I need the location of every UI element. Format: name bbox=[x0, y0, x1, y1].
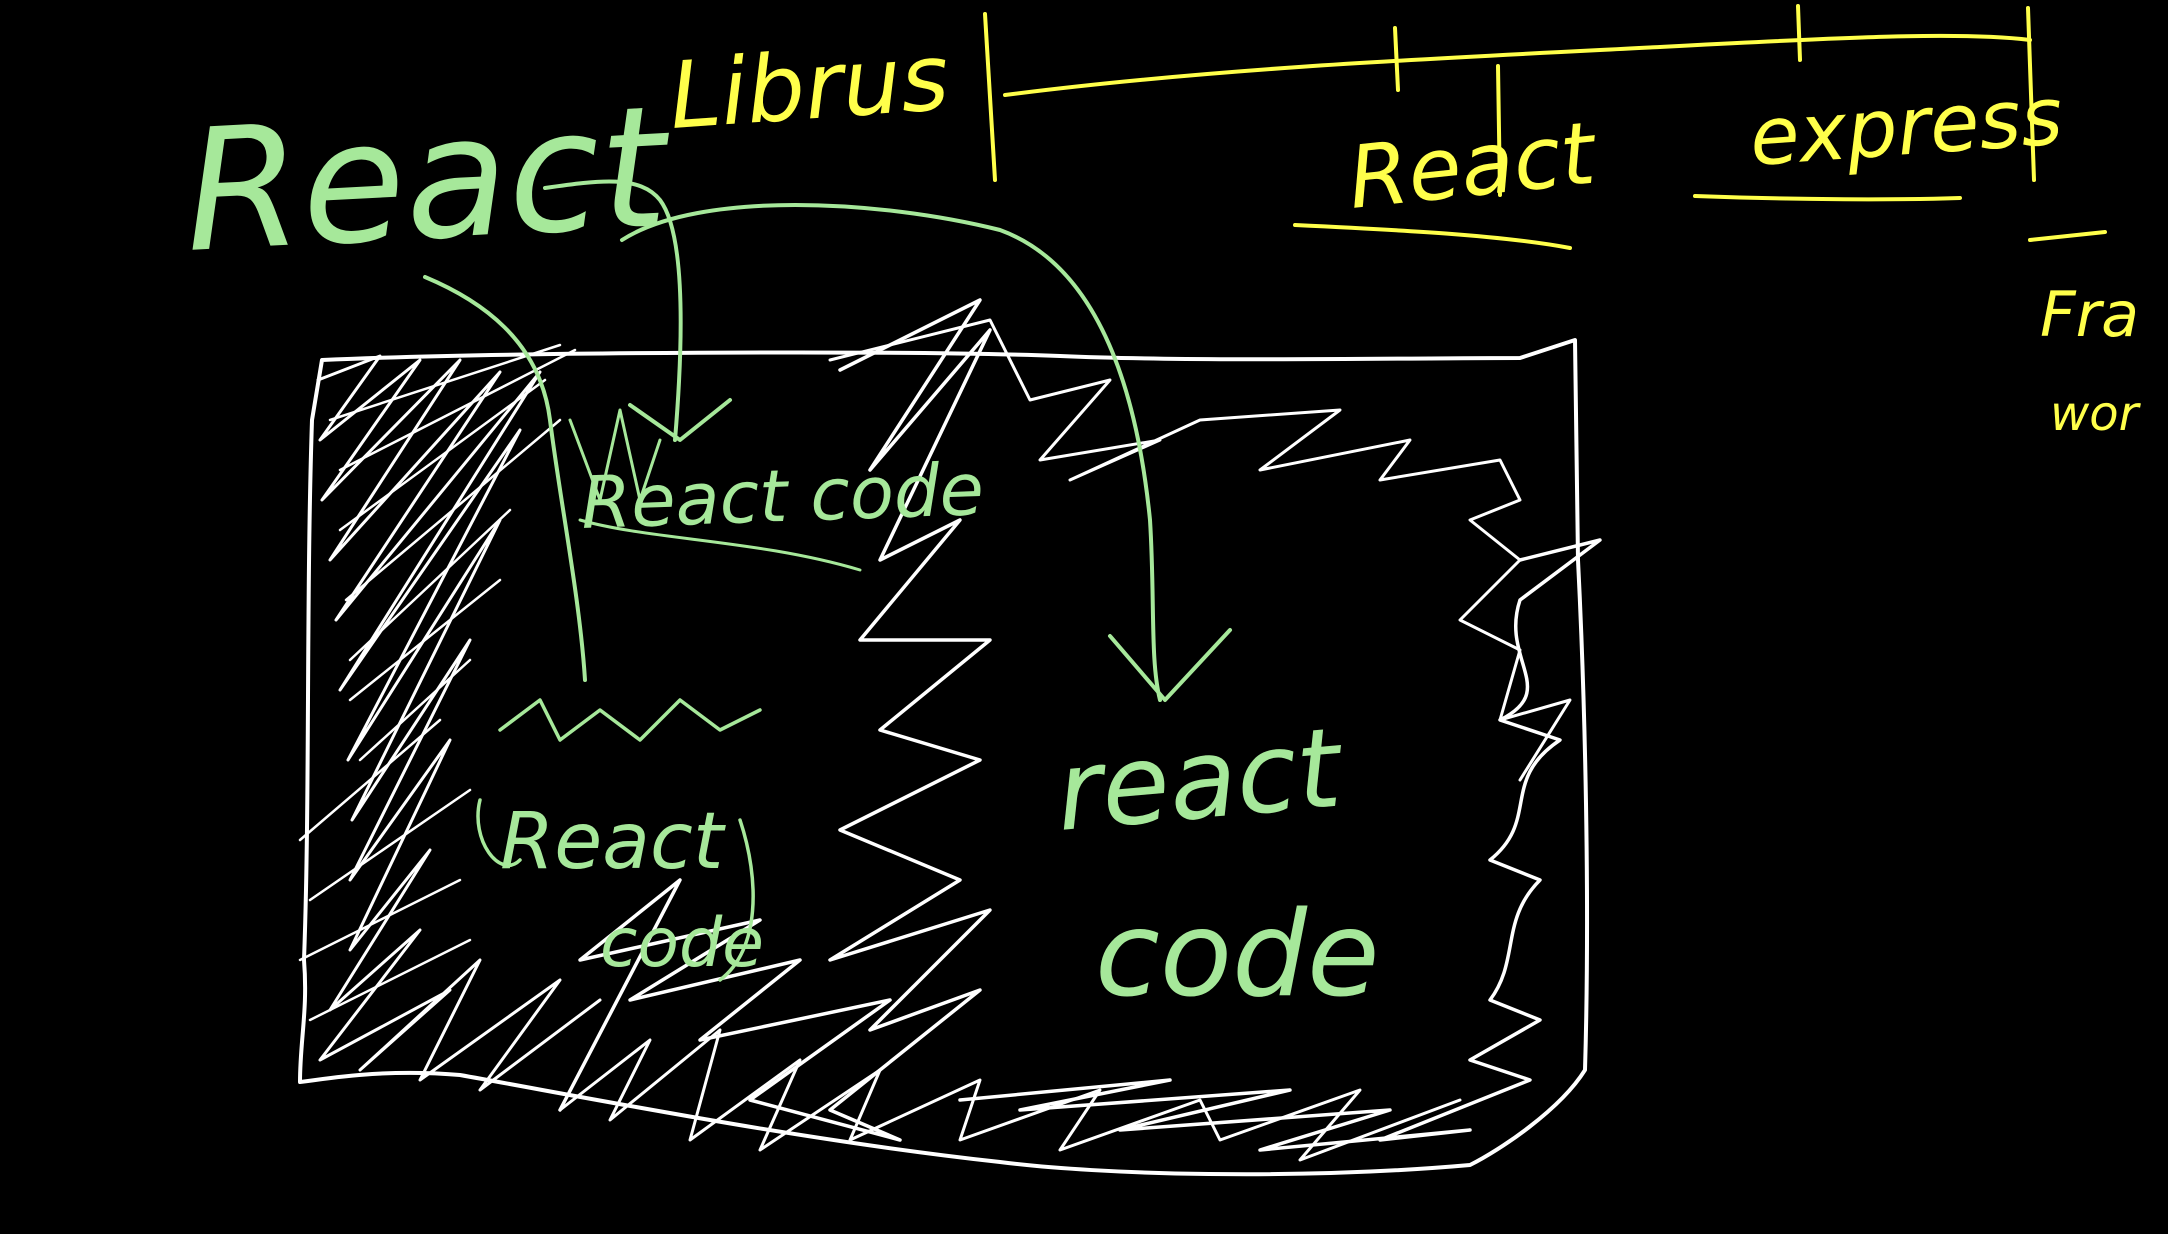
arrow-to-top-code bbox=[543, 179, 683, 442]
react-annotations: React React code React code react code bbox=[180, 69, 1380, 1023]
timeline-frameworks-label-line1: Fra bbox=[2040, 278, 2139, 351]
react-code-right-label-line1: react bbox=[1051, 703, 1349, 856]
timeline-libraries-label: Librus bbox=[666, 24, 952, 150]
timeline-tick-express bbox=[1796, 4, 1802, 62]
timeline-tick-react bbox=[1393, 26, 1400, 92]
timeline-react-label: React bbox=[1344, 103, 1603, 229]
react-code-bottom-label-line1: React bbox=[500, 797, 726, 887]
scribble-fill-bottom bbox=[558, 1028, 1462, 1162]
arrow-to-right-code bbox=[620, 203, 1162, 702]
hatch-fill-left bbox=[316, 354, 602, 1092]
react-code-top-scribble bbox=[568, 408, 862, 572]
arrow-to-right-code-head bbox=[1108, 628, 1232, 702]
timeline-axis bbox=[1003, 33, 2032, 97]
arrow-to-top-code-head bbox=[628, 398, 732, 442]
react-code-bottom-label-line2: code bbox=[600, 904, 764, 983]
scribble-fill-right bbox=[958, 538, 1602, 1152]
timeline-express-underline bbox=[1693, 194, 1962, 202]
timeline-react-underline bbox=[1293, 223, 1572, 250]
react-code-bottom-scribble bbox=[476, 698, 762, 982]
react-code-right-label-line2: code bbox=[1095, 885, 1380, 1023]
react-title: React bbox=[180, 69, 677, 290]
hatch-fill-left-2 bbox=[298, 343, 577, 1022]
timeline-drawing: Librus React express Fra wor bbox=[666, 4, 2142, 442]
timeline-start-tick bbox=[983, 12, 997, 182]
scribble-fill-middle-2 bbox=[828, 318, 1572, 782]
webpage-drawing bbox=[298, 298, 1602, 1177]
scribble-fill-middle bbox=[558, 298, 992, 1142]
timeline-express-label: express bbox=[1747, 69, 2066, 184]
timeline-end-tick bbox=[2026, 6, 2036, 182]
timeline-frameworks-label-line2: wor bbox=[2050, 386, 2142, 442]
arrow-to-bottom-code bbox=[423, 275, 587, 682]
timeline-frameworks-mark bbox=[2028, 230, 2107, 242]
timeline-react-bracket bbox=[1496, 64, 1502, 197]
react-code-top-label: React code bbox=[580, 447, 985, 545]
